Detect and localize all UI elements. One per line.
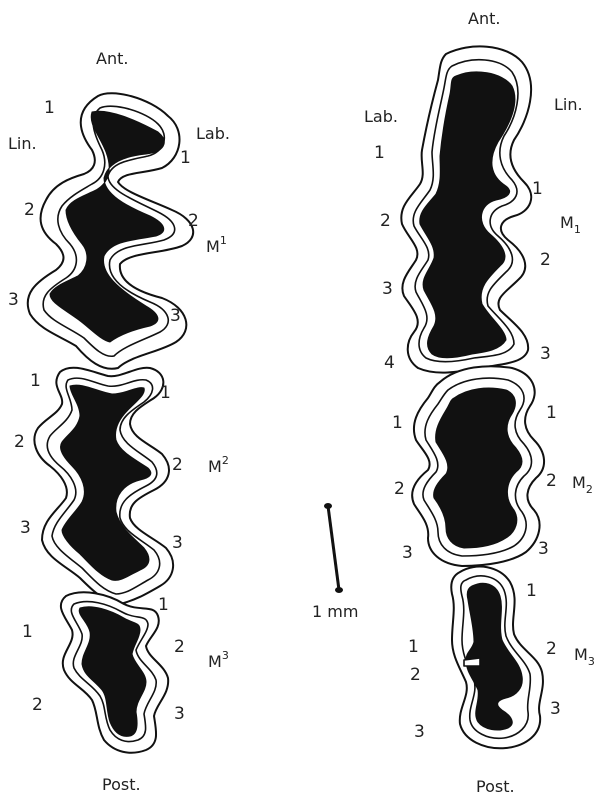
lower-m1-labial-2: 2: [380, 211, 391, 231]
upper-m2-dentine: [59, 384, 152, 581]
lower-m2-labial-2: 2: [394, 479, 405, 499]
upper-m1-labial-1: 1: [180, 148, 191, 168]
scale-bar-bottom-cap: [335, 587, 343, 593]
upper-m2-labial-3: 3: [172, 533, 183, 553]
lower-anterior-label: Ant.: [468, 9, 500, 28]
upper-m2-name: M2: [208, 454, 229, 476]
upper-m3-labial-3: 3: [174, 704, 185, 724]
lower-m3-labial-3: 3: [414, 722, 425, 742]
lower-m3-labial-1: 1: [408, 637, 419, 657]
lower-m1-labial-1: 1: [374, 143, 385, 163]
lower-m2-name: M2: [572, 473, 593, 496]
lower-lingual-label: Lin.: [554, 95, 583, 114]
lower-m3-lingual-3: 3: [550, 699, 561, 719]
lower-m3-lingual-2: 2: [546, 639, 557, 659]
upper-m1-lingual-3: 3: [8, 290, 19, 310]
lower-m2-lingual-3: 3: [538, 539, 549, 559]
lower-m1-name: M1: [560, 213, 581, 236]
lower-m2-tooth: [411, 365, 545, 567]
lower-m1-labial-3: 3: [382, 279, 393, 299]
upper-m1-dentine: [49, 110, 165, 343]
lower-molar-row: Ant. Post. Lin. Lab. 1 2 3 4 1 2 3 M1 1 …: [364, 9, 595, 796]
scale-bar-label: 1 mm: [312, 602, 358, 621]
lower-m2-labial-3: 3: [402, 543, 413, 563]
upper-anterior-label: Ant.: [96, 49, 128, 68]
upper-m3-labial-1: 1: [158, 595, 169, 615]
upper-labial-label: Lab.: [196, 124, 230, 143]
lower-m1-lingual-3: 3: [540, 344, 551, 364]
upper-m2-labial-1: 1: [160, 383, 171, 403]
upper-m3-dentine: [78, 606, 147, 737]
lower-m1-dentine: [419, 71, 516, 359]
upper-m3-lingual-1: 1: [22, 622, 33, 642]
upper-lingual-label: Lin.: [8, 134, 37, 153]
upper-m1-labial-2: 2: [188, 211, 199, 231]
lower-m2-lingual-1: 1: [546, 403, 557, 423]
lower-posterior-label: Post.: [476, 777, 515, 796]
upper-molar-row: Ant. Post. Lin. Lab. 1 2 3 1 2 3 M1 1 2 …: [8, 49, 230, 794]
upper-m1-tooth: [26, 92, 195, 370]
lower-m3-name: M3: [574, 645, 595, 668]
lower-m2-labial-1: 1: [392, 413, 403, 433]
upper-m2-lingual-3: 3: [20, 518, 31, 538]
lower-m1-tooth: [400, 45, 533, 374]
upper-m3-name: M3: [208, 649, 229, 671]
lower-m3-lingual-1: 1: [526, 581, 537, 601]
upper-m2-labial-2: 2: [172, 455, 183, 475]
lower-m1-lingual-1: 1: [532, 179, 543, 199]
upper-m1-labial-3: 3: [170, 306, 181, 326]
upper-m3-lingual-2: 2: [32, 695, 43, 715]
upper-m1-lingual-2: 2: [24, 200, 35, 220]
upper-m2-lingual-1: 1: [30, 371, 41, 391]
upper-m1-name: M1: [206, 234, 227, 256]
lower-m1-lingual-2: 2: [540, 250, 551, 270]
upper-posterior-label: Post.: [102, 775, 141, 794]
scale-bar-top-cap: [324, 503, 332, 509]
upper-m1-lingual-1: 1: [44, 98, 55, 118]
lower-m1-labial-4: 4: [384, 353, 395, 373]
upper-m2-lingual-2: 2: [14, 432, 25, 452]
scale-bar-line: [326, 505, 341, 591]
lower-m3-notch: [463, 657, 481, 667]
lower-labial-label: Lab.: [364, 107, 398, 126]
lower-m3-dentine: [465, 582, 523, 731]
lower-m2-lingual-2: 2: [546, 471, 557, 491]
upper-m2-tooth: [33, 366, 175, 605]
lower-m3-labial-2: 2: [410, 665, 421, 685]
upper-m3-labial-2: 2: [174, 637, 185, 657]
lower-m3-tooth: [450, 565, 544, 750]
upper-m3-tooth: [60, 591, 170, 754]
lower-m2-dentine: [433, 387, 523, 549]
scale-bar: 1 mm: [312, 503, 358, 621]
